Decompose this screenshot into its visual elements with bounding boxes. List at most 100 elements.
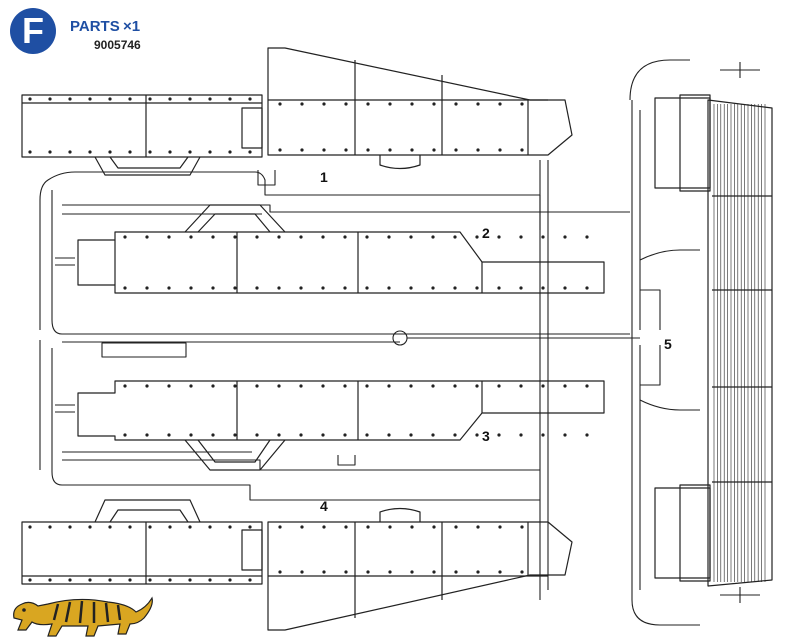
rivet bbox=[48, 578, 52, 582]
rivet bbox=[321, 384, 325, 388]
rivet bbox=[475, 384, 479, 388]
rivet bbox=[321, 286, 325, 290]
rivet bbox=[68, 97, 72, 101]
rivet bbox=[454, 525, 458, 529]
rivet bbox=[188, 578, 192, 582]
rivet bbox=[366, 102, 370, 106]
rivet bbox=[168, 525, 172, 529]
rivet bbox=[585, 235, 589, 239]
rivet bbox=[497, 384, 501, 388]
rivet bbox=[453, 384, 457, 388]
rivet bbox=[123, 286, 127, 290]
sprue-letter: F bbox=[22, 10, 44, 51]
rivet bbox=[128, 578, 132, 582]
rivet bbox=[108, 97, 112, 101]
rivet bbox=[208, 150, 212, 154]
rivet bbox=[233, 433, 237, 437]
rivet bbox=[365, 433, 369, 437]
rivet bbox=[541, 235, 545, 239]
rivet bbox=[28, 525, 32, 529]
rivet bbox=[519, 384, 523, 388]
rivet bbox=[145, 384, 149, 388]
rivet bbox=[228, 150, 232, 154]
rivet bbox=[248, 97, 252, 101]
rivet bbox=[431, 235, 435, 239]
rivet bbox=[277, 286, 281, 290]
rivet bbox=[388, 525, 392, 529]
rivet bbox=[519, 235, 523, 239]
rivet bbox=[248, 525, 252, 529]
rivet bbox=[475, 286, 479, 290]
rivet bbox=[108, 150, 112, 154]
rivet bbox=[409, 286, 413, 290]
rivet bbox=[277, 433, 281, 437]
part-2-shape bbox=[77, 204, 605, 294]
rivet bbox=[255, 286, 259, 290]
rivet bbox=[108, 578, 112, 582]
rivet bbox=[28, 578, 32, 582]
rivet bbox=[519, 433, 523, 437]
rivet bbox=[563, 286, 567, 290]
rivet bbox=[167, 433, 171, 437]
rivet bbox=[388, 148, 392, 152]
rivet bbox=[188, 150, 192, 154]
rivet bbox=[248, 150, 252, 154]
rivet bbox=[300, 525, 304, 529]
rivet bbox=[432, 570, 436, 574]
rivet bbox=[28, 150, 32, 154]
part-1-shape bbox=[21, 47, 573, 176]
rivet bbox=[88, 578, 92, 582]
rivet bbox=[366, 525, 370, 529]
rivet bbox=[211, 384, 215, 388]
rivet bbox=[520, 102, 524, 106]
parts-quantity: ×1 bbox=[123, 18, 141, 35]
rivet bbox=[409, 235, 413, 239]
rivet bbox=[322, 570, 326, 574]
rivet bbox=[233, 384, 237, 388]
rivet bbox=[454, 570, 458, 574]
rivet bbox=[211, 286, 215, 290]
part-code: 9005746 bbox=[94, 38, 141, 52]
rivet bbox=[145, 433, 149, 437]
rivet bbox=[300, 102, 304, 106]
rivet bbox=[343, 235, 347, 239]
rivet bbox=[475, 235, 479, 239]
rivet bbox=[300, 148, 304, 152]
rivet bbox=[475, 433, 479, 437]
part-label-1: 1 bbox=[320, 169, 328, 185]
rivet bbox=[431, 384, 435, 388]
rivet bbox=[344, 525, 348, 529]
rivet bbox=[168, 97, 172, 101]
rivet bbox=[68, 150, 72, 154]
rivet bbox=[454, 148, 458, 152]
rivet bbox=[453, 286, 457, 290]
rivet bbox=[255, 433, 259, 437]
rivet bbox=[344, 148, 348, 152]
rivet bbox=[432, 102, 436, 106]
rivet bbox=[321, 433, 325, 437]
rivet bbox=[228, 97, 232, 101]
rivet bbox=[343, 433, 347, 437]
rivet bbox=[410, 570, 414, 574]
rivet bbox=[365, 286, 369, 290]
rivet bbox=[541, 433, 545, 437]
rivet bbox=[299, 433, 303, 437]
rivet bbox=[208, 525, 212, 529]
rivet bbox=[48, 525, 52, 529]
rivet bbox=[123, 433, 127, 437]
rivet bbox=[366, 148, 370, 152]
rivet bbox=[541, 286, 545, 290]
rivet bbox=[248, 578, 252, 582]
rivet bbox=[189, 433, 193, 437]
rivet bbox=[343, 286, 347, 290]
part-4-shape bbox=[21, 499, 573, 631]
sheet-header: F PARTS ×1 9005746 bbox=[10, 8, 210, 58]
rivet bbox=[299, 235, 303, 239]
rivet bbox=[28, 97, 32, 101]
rivet bbox=[387, 384, 391, 388]
rivet bbox=[299, 384, 303, 388]
part-label-3: 3 bbox=[482, 428, 490, 444]
rivet bbox=[255, 384, 259, 388]
